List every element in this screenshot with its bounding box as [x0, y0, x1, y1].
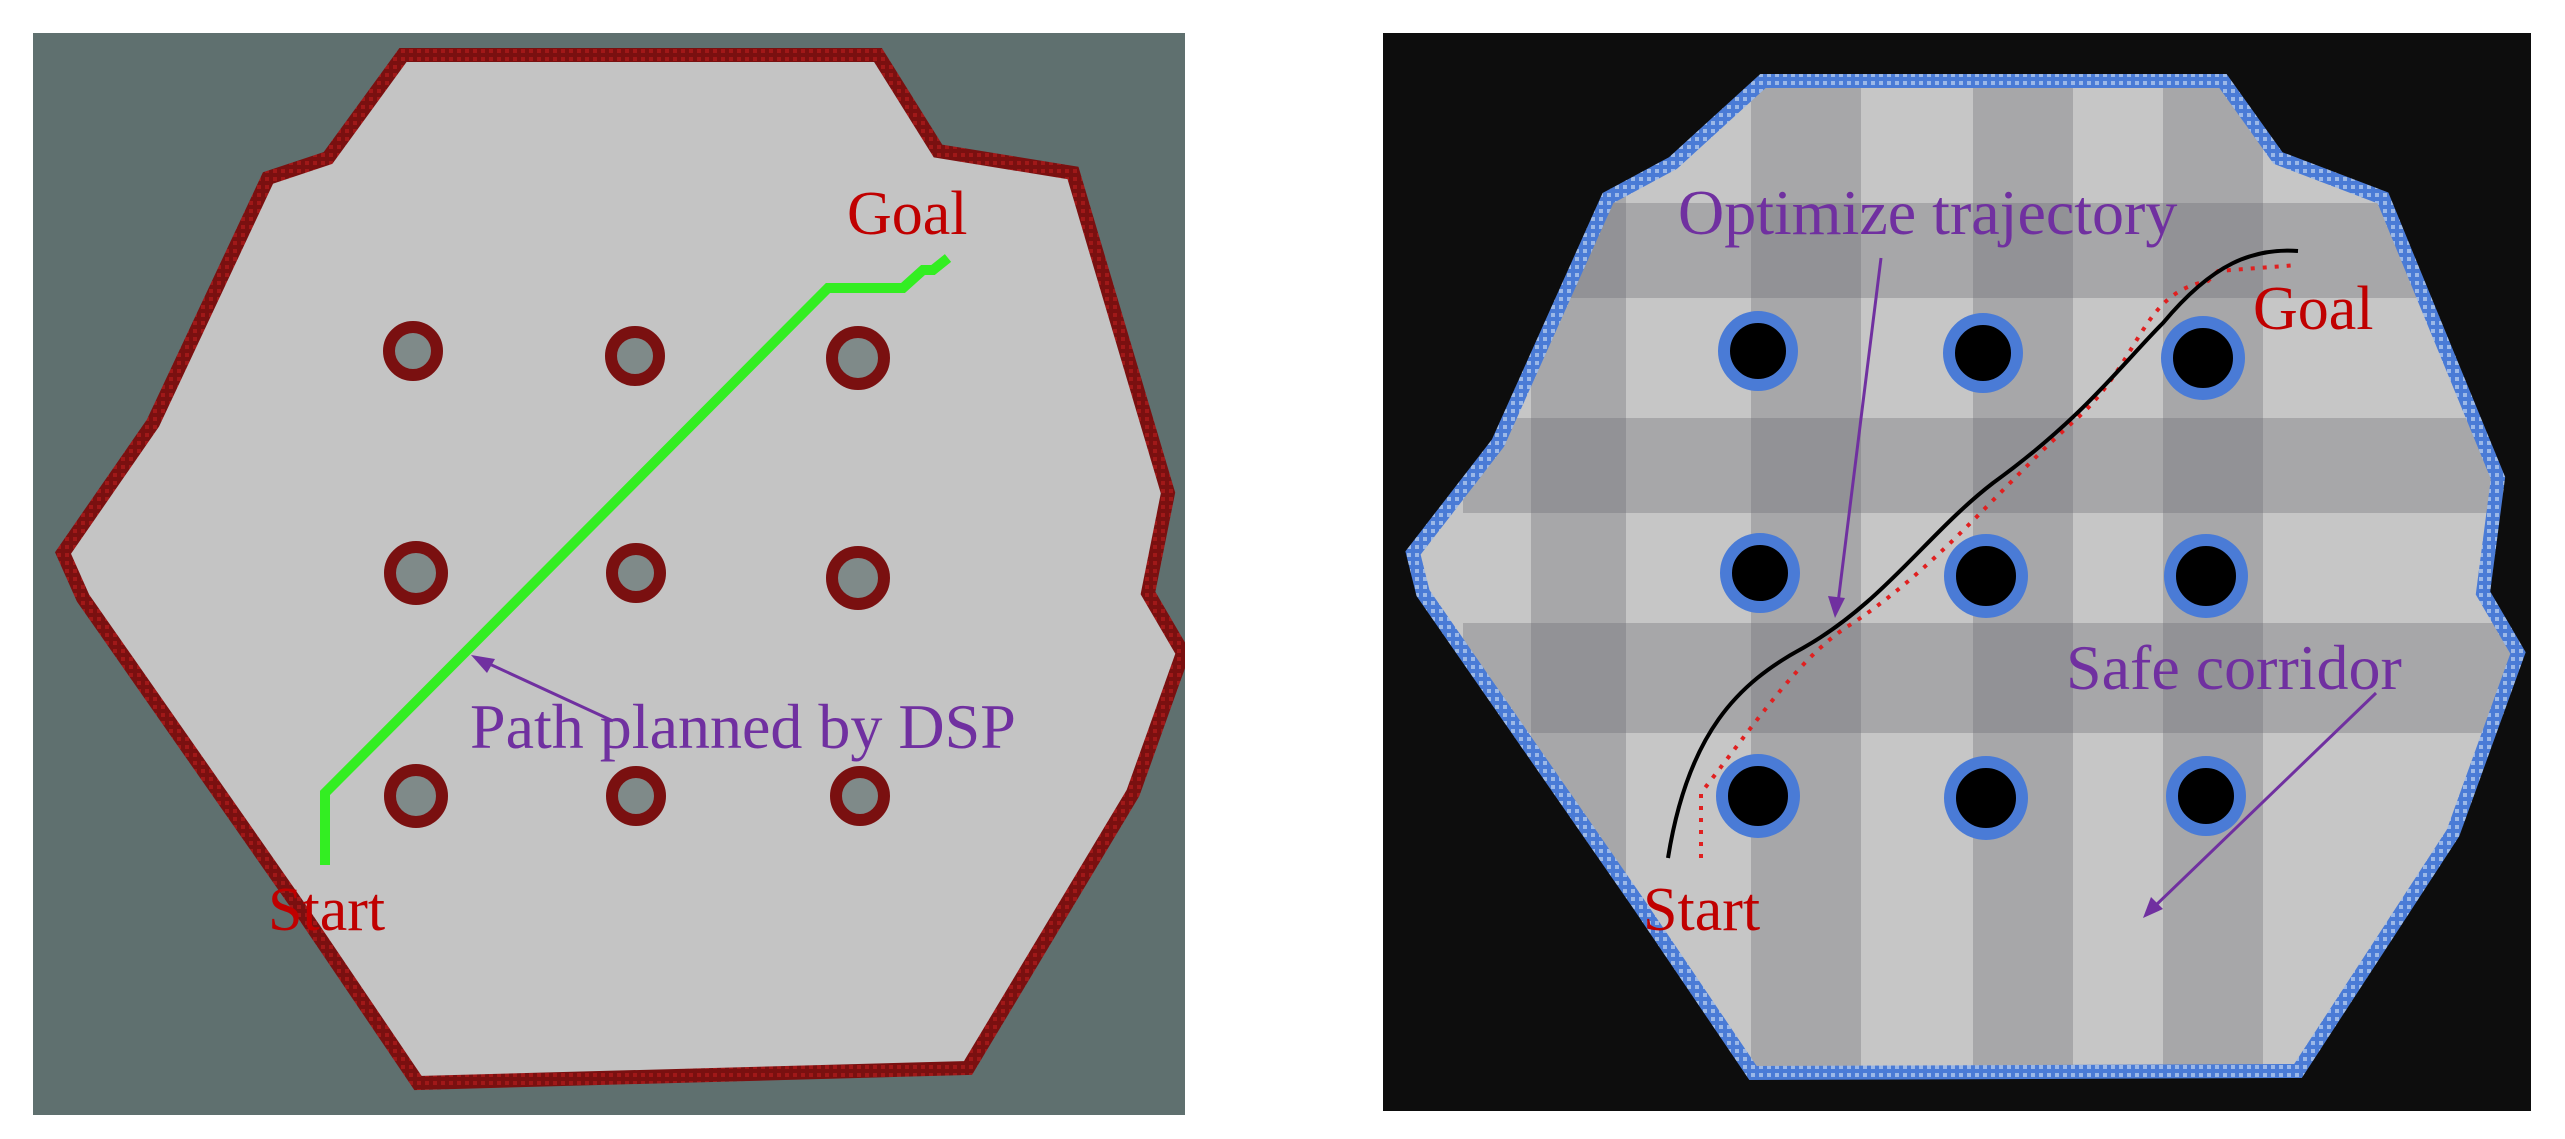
- goal-label: Goal: [2253, 275, 2374, 343]
- obstacle: [2166, 756, 2246, 836]
- obstacle: [384, 541, 448, 605]
- arrowhead: [2143, 897, 2163, 918]
- start-label: Start: [1643, 876, 1761, 944]
- obstacle: [1944, 756, 2028, 840]
- occupancy-map-panel: Goal Start Path planned by DSP: [33, 33, 1185, 1115]
- dsp-path: [320, 254, 952, 865]
- obstacle: [1720, 533, 1800, 613]
- obstacle: [2164, 534, 2248, 618]
- corridor-annotation-label: Safe corridor: [2066, 632, 2402, 703]
- obstacle: [1716, 754, 1800, 838]
- obstacle: [1944, 534, 2028, 618]
- obstacle: [606, 543, 666, 603]
- path-annotation-arrow: [482, 659, 614, 723]
- arrowhead: [471, 655, 495, 673]
- obstacles: [383, 321, 890, 828]
- corridor-map-panel: Optimize trajectory Goal Safe corridor S…: [1383, 33, 2531, 1111]
- trajectory-annotation-arrow: [1836, 257, 1883, 604]
- optimized-trajectory: [1666, 248, 2299, 859]
- obstacle: [2161, 316, 2245, 400]
- obstacle: [605, 326, 665, 386]
- obstacle: [826, 546, 890, 610]
- start-label: Start: [268, 876, 386, 944]
- obstacle: [384, 764, 448, 828]
- corridor-map: [1405, 74, 2526, 1081]
- path-annotation-label: Path planned by DSP: [470, 691, 1016, 762]
- obstacle: [383, 321, 443, 381]
- corridor-annotation-arrow: [2151, 691, 2378, 910]
- obstacle: [1718, 311, 1798, 391]
- obstacles: [1716, 311, 2248, 840]
- obstacle: [606, 766, 666, 826]
- obstacle: [826, 326, 890, 390]
- arrowhead: [1828, 596, 1845, 618]
- occupancy-map: [55, 48, 1185, 1091]
- obstacle: [1943, 313, 2023, 393]
- map-boundary-wall: [1405, 74, 2526, 1081]
- goal-label: Goal: [847, 180, 968, 248]
- trajectory-annotation-label: Optimize trajectory: [1678, 177, 2178, 248]
- obstacle: [830, 766, 890, 826]
